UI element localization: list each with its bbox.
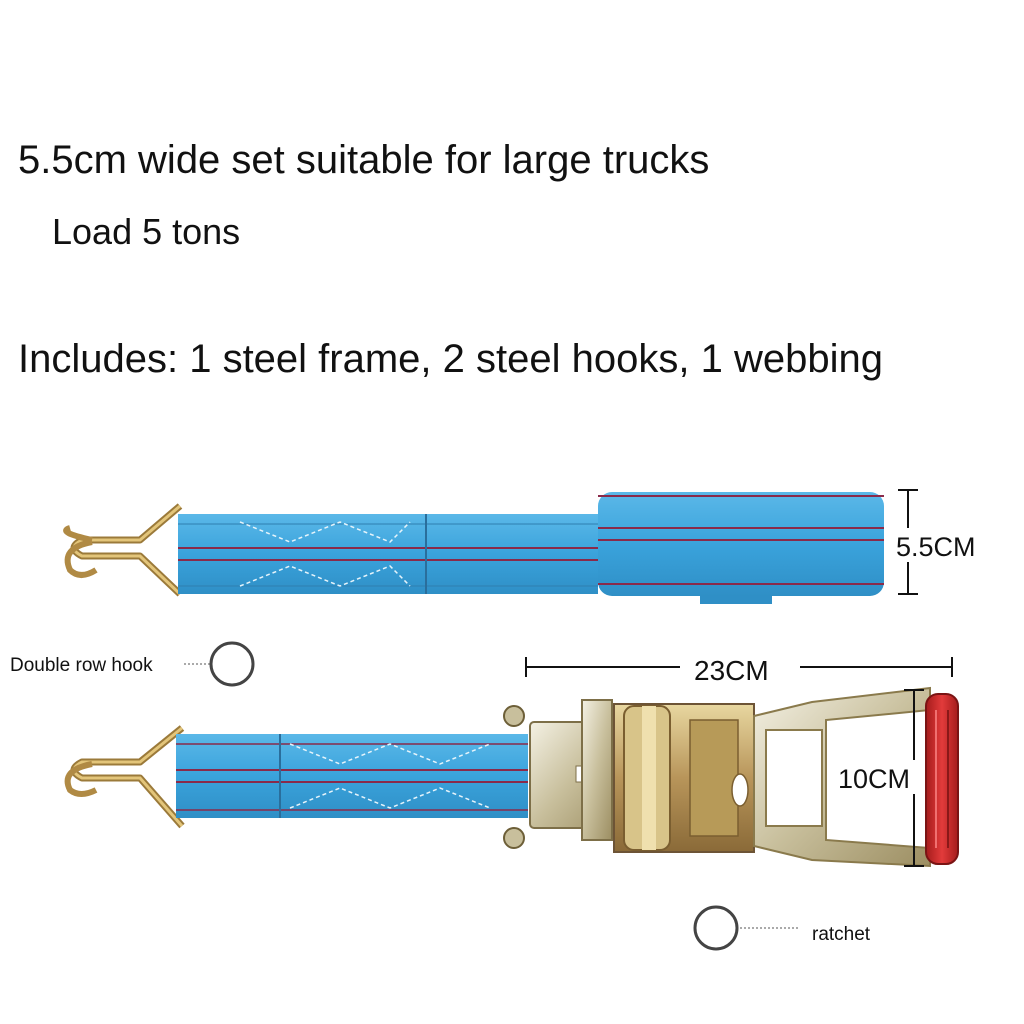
upper-strap	[178, 514, 598, 594]
upper-strap-assembly	[63, 492, 884, 604]
ratchet-handle-grip[interactable]	[925, 693, 959, 865]
height-dimension: 10CM	[836, 689, 924, 867]
ratchet-callout-circle	[693, 905, 739, 951]
lower-strap	[176, 734, 528, 818]
length-label: 23CM	[694, 655, 769, 686]
includes-list: Includes: 1 steel frame, 2 steel hooks, …	[18, 337, 883, 381]
height-label: 10CM	[838, 764, 910, 794]
hook-callout: Double row hook	[10, 641, 255, 687]
load-capacity: Load 5 tons	[52, 211, 241, 252]
ratchet-callout: ratchet	[693, 905, 871, 951]
ratchet-callout-label: ratchet	[812, 924, 871, 945]
lower-strap-assembly	[64, 686, 959, 868]
length-dimension: 23CM	[525, 655, 953, 686]
hook-callout-label: Double row hook	[10, 655, 153, 676]
ratchet-mechanism	[503, 686, 931, 868]
lower-double-hook	[64, 725, 185, 829]
width-dimension: 5.5CM	[894, 489, 998, 595]
hook-callout-circle	[209, 641, 255, 687]
width-label: 5.5CM	[896, 532, 976, 562]
webbing-roll	[598, 492, 884, 596]
upper-double-hook	[63, 503, 183, 597]
headline: 5.5cm wide set suitable for large trucks	[18, 138, 710, 182]
